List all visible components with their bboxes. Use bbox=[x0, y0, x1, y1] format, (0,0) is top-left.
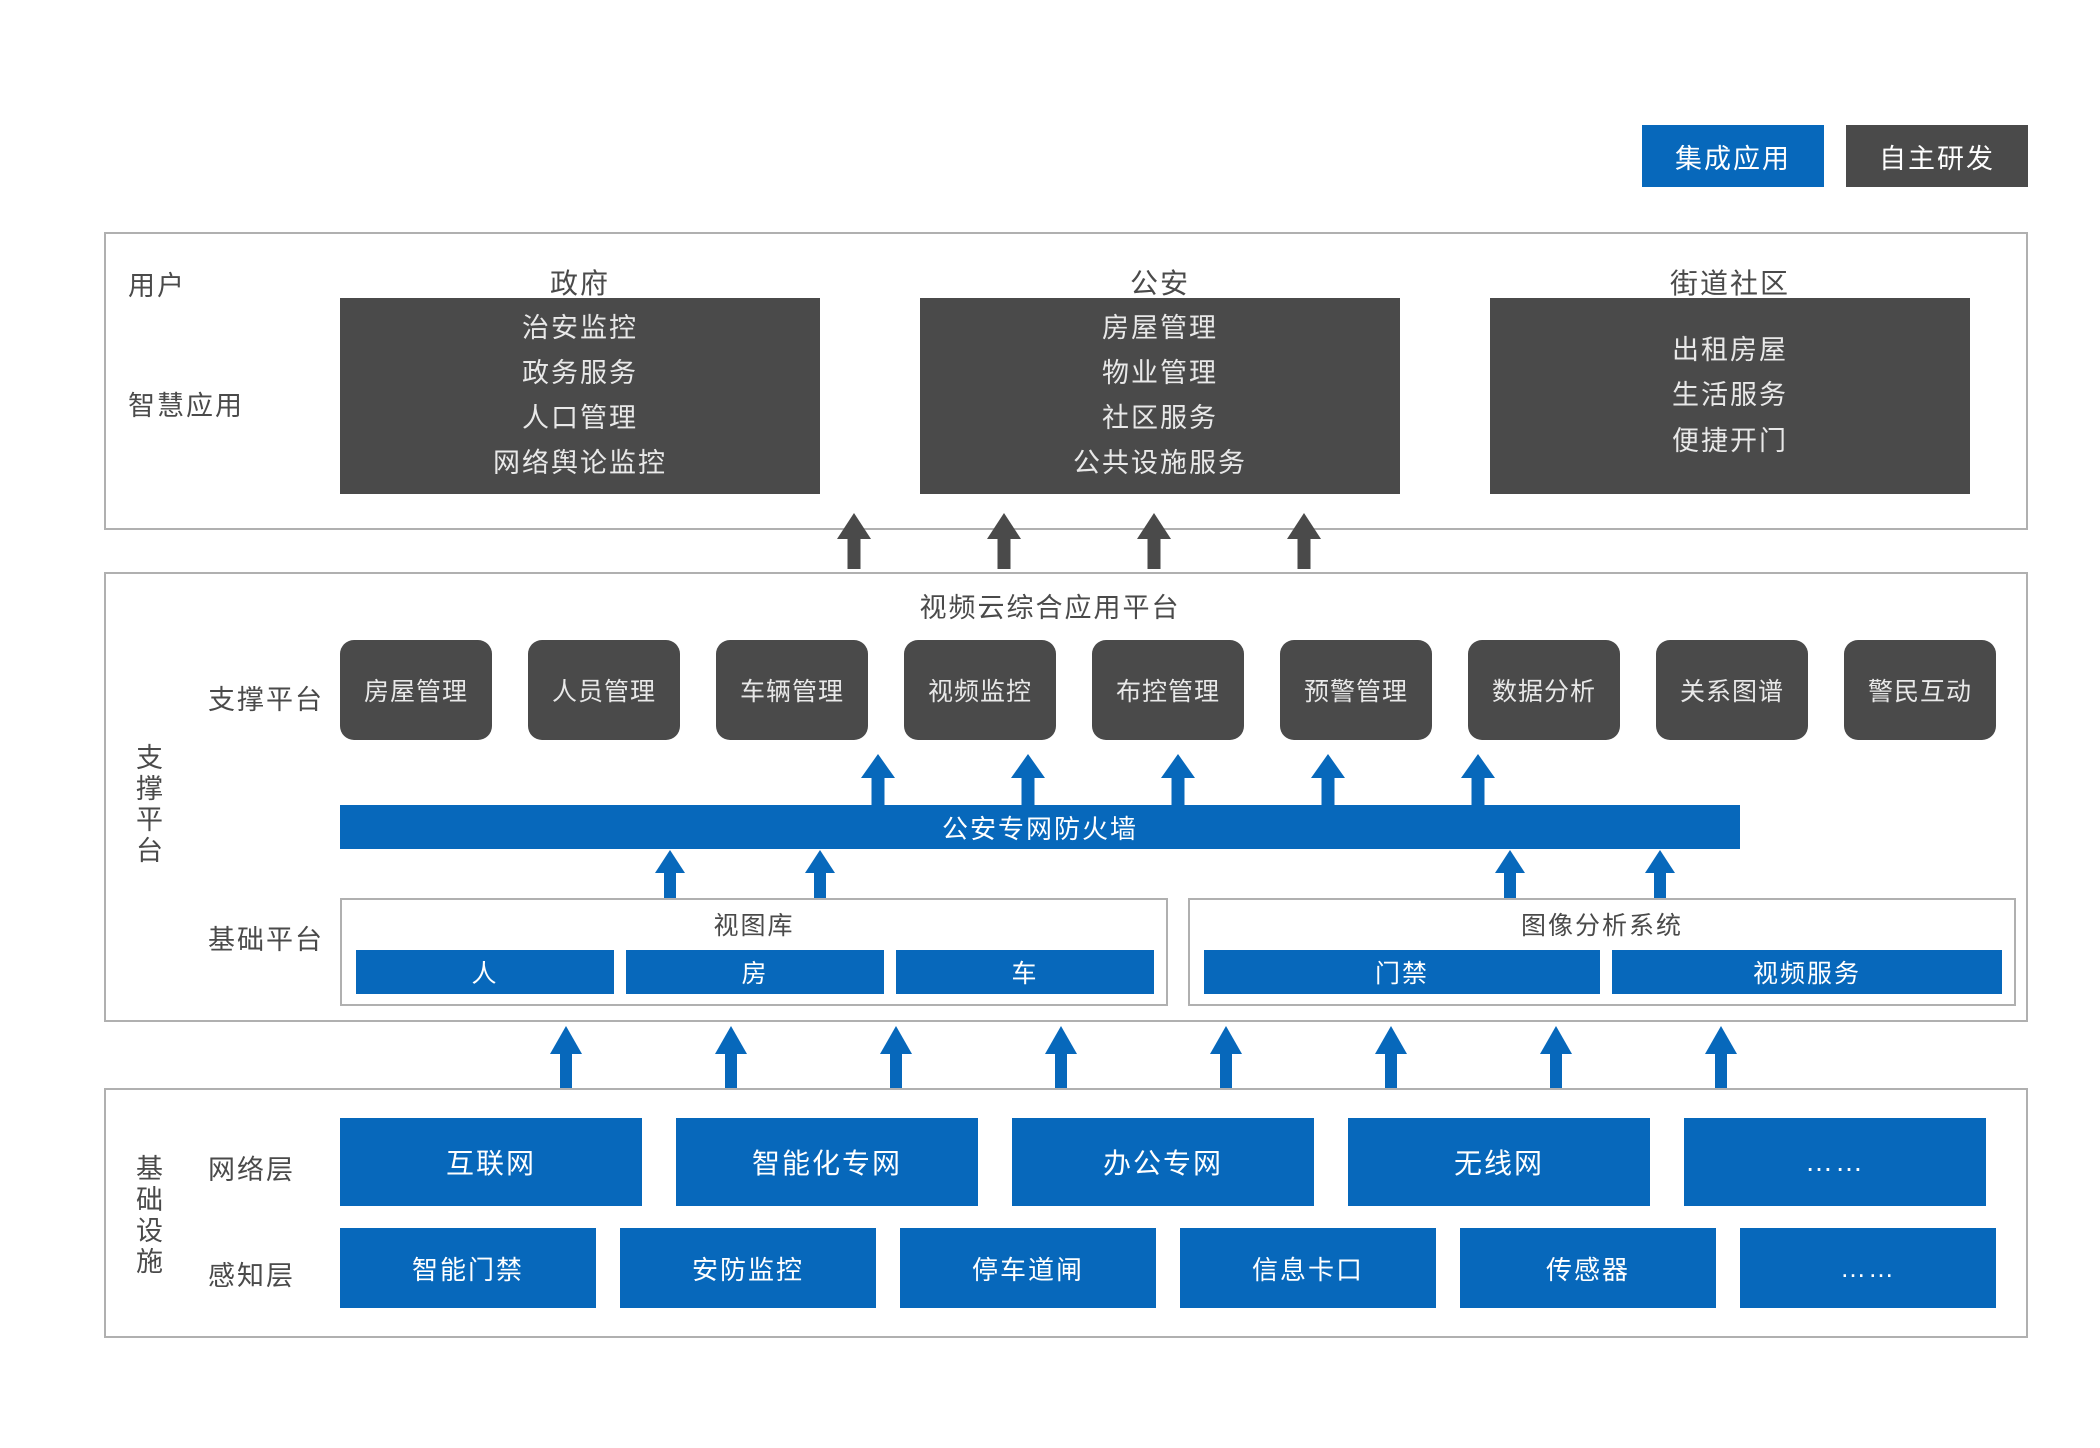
arrow-infra-to-platform bbox=[1540, 1026, 1572, 1088]
row-label-support-platform: 支撑平台 bbox=[208, 685, 324, 715]
row-label-user: 用户 bbox=[128, 271, 186, 301]
platform-chip-deployment-control[interactable]: 布控管理 bbox=[1092, 640, 1244, 740]
network-box-smart-private[interactable]: 智能化专网 bbox=[676, 1118, 978, 1206]
app-item-label: 政务服务 bbox=[522, 357, 638, 388]
firewall-bar[interactable]: 公安专网防火墙 bbox=[340, 805, 1740, 849]
app-item-label: 社区服务 bbox=[1102, 403, 1218, 433]
subpanel-title-image-analysis: 图像分析系统 bbox=[1520, 912, 1683, 940]
arrow-platform-to-apps bbox=[1137, 513, 1171, 569]
arrow-platform-to-apps bbox=[1287, 513, 1321, 569]
arrow-infra-to-platform bbox=[715, 1026, 747, 1088]
app-item-label: 出租房屋 bbox=[1672, 335, 1788, 366]
app-item-label: 公共设施服务 bbox=[1073, 448, 1247, 479]
legend: 集成应用 自主研发 bbox=[1642, 125, 2028, 187]
network-box-more[interactable]: …… bbox=[1684, 1118, 1986, 1206]
arrow-basic-to-firewall bbox=[1645, 850, 1675, 900]
sub-item-vehicle[interactable]: 车 bbox=[896, 950, 1154, 994]
sensing-box-sensor[interactable]: 传感器 bbox=[1460, 1228, 1716, 1308]
app-item-label: 治安监控 bbox=[522, 312, 638, 343]
app-item-label: 网络舆论监控 bbox=[493, 448, 667, 479]
platform-chip-early-warning[interactable]: 预警管理 bbox=[1280, 640, 1432, 740]
subpanel-view-library: 视图库 人 房 车 bbox=[340, 898, 1168, 1006]
subpanel-image-analysis: 图像分析系统 门禁 视频服务 bbox=[1188, 898, 2016, 1006]
platform-chip-data-analysis[interactable]: 数据分析 bbox=[1468, 640, 1620, 740]
arrow-firewall-to-chip bbox=[1161, 754, 1195, 806]
sensing-box-security-monitor[interactable]: 安防监控 bbox=[620, 1228, 876, 1308]
app-card-street-community[interactable]: 出租房屋 生活服务 便捷开门 bbox=[1490, 298, 1970, 494]
platform-title: 视频云综合应用平台 bbox=[919, 593, 1181, 623]
arrow-basic-to-firewall bbox=[1495, 850, 1525, 900]
sub-item-house[interactable]: 房 bbox=[626, 950, 884, 994]
arrow-infra-to-platform bbox=[1375, 1026, 1407, 1088]
arrow-firewall-to-chip bbox=[861, 754, 895, 806]
arrow-basic-to-firewall bbox=[805, 850, 835, 900]
arrow-infra-to-platform bbox=[1705, 1026, 1737, 1088]
app-item-label: 人口管理 bbox=[522, 403, 638, 433]
row-label-smart-app: 智慧应用 bbox=[128, 391, 244, 421]
row-label-network-layer: 网络层 bbox=[208, 1155, 295, 1185]
app-item-label: 便捷开门 bbox=[1672, 425, 1788, 456]
platform-chip-police-interaction[interactable]: 警民互动 bbox=[1844, 640, 1996, 740]
app-column-head-government: 政府 bbox=[549, 268, 610, 299]
app-card-police[interactable]: 房屋管理 物业管理 社区服务 公共设施服务 bbox=[920, 298, 1400, 494]
sensing-box-parking-barrier[interactable]: 停车道闸 bbox=[900, 1228, 1156, 1308]
row-label-basic-platform: 基础平台 bbox=[208, 925, 324, 955]
arrow-infra-to-platform bbox=[550, 1026, 582, 1088]
arrow-firewall-to-chip bbox=[1011, 754, 1045, 806]
sub-item-person[interactable]: 人 bbox=[356, 950, 614, 994]
arrow-firewall-to-chip bbox=[1461, 754, 1495, 806]
sub-item-video-service[interactable]: 视频服务 bbox=[1612, 950, 2002, 994]
arrow-basic-to-firewall bbox=[655, 850, 685, 900]
network-box-wireless[interactable]: 无线网 bbox=[1348, 1118, 1650, 1206]
sensing-box-smart-access[interactable]: 智能门禁 bbox=[340, 1228, 596, 1308]
app-item-label: 房屋管理 bbox=[1102, 312, 1218, 343]
legend-item-self-developed: 自主研发 bbox=[1846, 125, 2028, 187]
sensing-box-more[interactable]: …… bbox=[1740, 1228, 1996, 1308]
arrow-infra-to-platform bbox=[1210, 1026, 1242, 1088]
arrow-infra-to-platform bbox=[1045, 1026, 1077, 1088]
app-item-label: 生活服务 bbox=[1672, 380, 1788, 411]
side-label-infrastructure: 基础设施 bbox=[132, 1153, 162, 1278]
app-item-label: 物业管理 bbox=[1102, 357, 1218, 388]
app-column-head-police: 公安 bbox=[1129, 268, 1190, 299]
arrow-platform-to-apps bbox=[987, 513, 1021, 569]
platform-chip-relationship-graph[interactable]: 关系图谱 bbox=[1656, 640, 1808, 740]
network-box-internet[interactable]: 互联网 bbox=[340, 1118, 642, 1206]
app-card-government[interactable]: 治安监控 政务服务 人口管理 网络舆论监控 bbox=[340, 298, 820, 494]
row-label-sensing-layer: 感知层 bbox=[208, 1261, 295, 1291]
subpanel-title-view-library: 视图库 bbox=[713, 912, 795, 940]
platform-chip-house-management[interactable]: 房屋管理 bbox=[340, 640, 492, 740]
app-column-head-community: 街道社区 bbox=[1669, 268, 1790, 299]
arrow-firewall-to-chip bbox=[1311, 754, 1345, 806]
arrow-infra-to-platform bbox=[880, 1026, 912, 1088]
legend-item-integrated-app: 集成应用 bbox=[1642, 125, 1824, 187]
side-label-support-platform: 支撑平台 bbox=[132, 743, 162, 867]
network-box-office-private[interactable]: 办公专网 bbox=[1012, 1118, 1314, 1206]
platform-chip-vehicle-management[interactable]: 车辆管理 bbox=[716, 640, 868, 740]
sensing-box-info-checkpoint[interactable]: 信息卡口 bbox=[1180, 1228, 1436, 1308]
arrow-platform-to-apps bbox=[837, 513, 871, 569]
platform-chip-video-surveillance[interactable]: 视频监控 bbox=[904, 640, 1056, 740]
platform-chip-personnel-management[interactable]: 人员管理 bbox=[528, 640, 680, 740]
sub-item-access-control[interactable]: 门禁 bbox=[1204, 950, 1600, 994]
